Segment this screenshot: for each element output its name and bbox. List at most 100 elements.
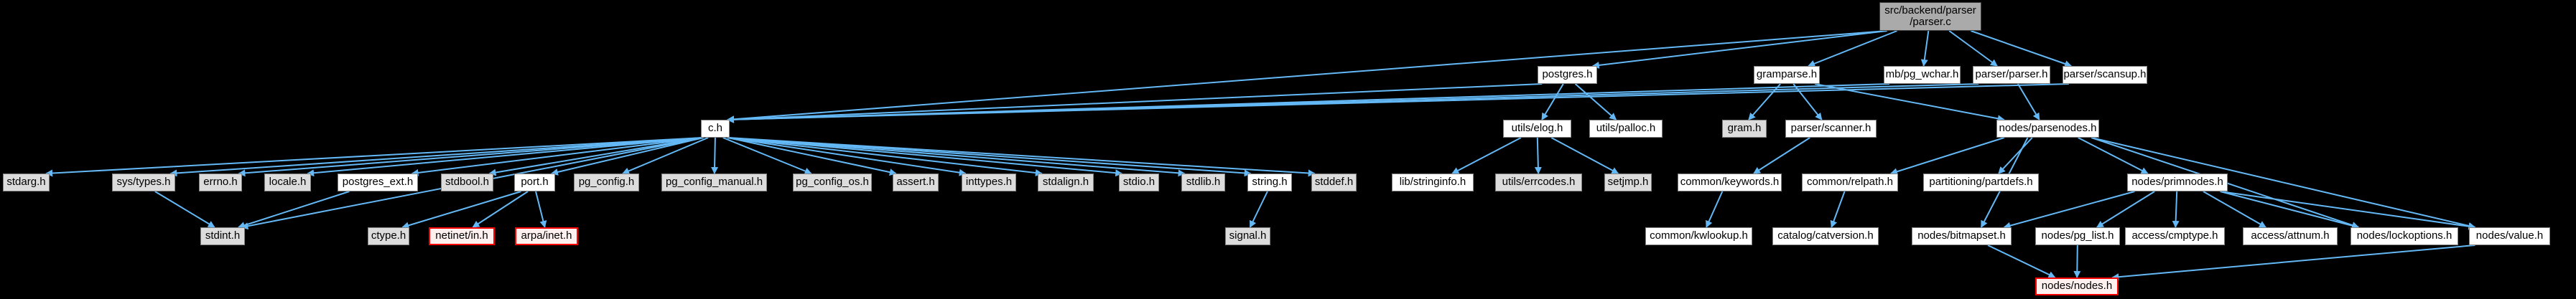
graph-edge-root-to-ch	[727, 30, 1887, 123]
graph-node-utilserrcodes[interactable]: utils/errcodes.h	[1495, 174, 1582, 191]
graph-edge-root-to-mbpgwchar	[1920, 30, 1930, 67]
graph-node-postgresext[interactable]: postgres_ext.h	[338, 174, 418, 191]
graph-edge-ch-to-stdalign	[727, 137, 1043, 176]
graph-node-root[interactable]: src/backend/parser /parser.c	[1879, 2, 1981, 31]
graph-node-netinetin[interactable]: netinet/in.h	[429, 227, 495, 245]
graph-edge-parserparser-to-nodesparsenodes	[2017, 83, 2040, 120]
graph-edge-nodesprimnodes-to-accesscmptype	[2172, 191, 2180, 228]
graph-edge-ch-to-stdbool	[488, 137, 704, 176]
graph-node-nodespglist[interactable]: nodes/pg_list.h	[2035, 227, 2120, 245]
graph-edge-root-to-postgres	[1591, 30, 1887, 69]
graph-edge-utilselog-to-setjmp	[1550, 137, 1619, 174]
graph-edge-commonkeywords-to-commonkwlookup	[1706, 191, 1724, 228]
graph-edge-string-to-signal	[1249, 191, 1268, 228]
graph-edge-root-to-parserparser	[1948, 30, 1998, 67]
graph-edge-port-to-netinetin	[472, 191, 529, 228]
graph-node-stdint[interactable]: stdint.h	[200, 227, 245, 245]
graph-node-commonrelpath[interactable]: common/relpath.h	[1802, 174, 1898, 191]
graph-edge-nodesprimnodes-to-nodeslockoptions	[2220, 191, 2360, 229]
graph-node-parserscansup[interactable]: parser/scansup.h	[2063, 66, 2147, 84]
graph-node-systypes[interactable]: sys/types.h	[112, 174, 175, 191]
graph-node-arpainet[interactable]: arpa/inet.h	[515, 227, 578, 245]
graph-node-errno[interactable]: errno.h	[199, 174, 242, 191]
graph-edge-ch-to-inttypes	[727, 137, 967, 176]
graph-edge-postgresext-to-stdint	[237, 191, 350, 229]
graph-node-signal[interactable]: signal.h	[1225, 227, 1270, 245]
graph-edge-commonrelpath-to-catalogcatversion	[1830, 191, 1846, 228]
graph-node-pgconfig[interactable]: pg_config.h	[574, 174, 639, 191]
graph-edge-ch-to-stdarg	[45, 137, 704, 177]
graph-edge-parserscansup-to-ch	[727, 83, 2069, 123]
graph-edge-nodesparsenodes-to-partitioningpart	[1998, 137, 2033, 174]
graph-node-accesscmptype[interactable]: access/cmptype.h	[2125, 227, 2225, 245]
graph-node-stdalign[interactable]: stdalign.h	[1038, 174, 1094, 191]
graph-edge-root-to-gramparse	[1808, 30, 1897, 67]
graph-node-stdlib[interactable]: stdlib.h	[1181, 174, 1225, 191]
graph-edge-ch-to-stddef	[727, 137, 1316, 177]
graph-edge-ch-to-locale	[307, 137, 704, 177]
graph-node-gramparse[interactable]: gramparse.h	[1754, 66, 1820, 84]
graph-edge-nodesprimnodes-to-nodespglist	[2096, 191, 2155, 228]
graph-node-locale[interactable]: locale.h	[264, 174, 311, 191]
graph-edge-systypes-to-stdint	[154, 191, 215, 228]
graph-node-stddef[interactable]: stddef.h	[1311, 174, 1357, 191]
graph-node-nodesprimnodes[interactable]: nodes/primnodes.h	[2127, 174, 2228, 191]
graph-edge-nodesparsenodes-to-nodesprimnodes	[2078, 137, 2149, 174]
graph-node-catalogcatversion[interactable]: catalog/catversion.h	[1772, 227, 1879, 245]
graph-edge-port-to-arpainet	[535, 191, 547, 228]
graph-node-ch[interactable]: c.h	[701, 120, 730, 138]
graph-node-nodesvalue[interactable]: nodes/value.h	[2469, 227, 2550, 245]
graph-edge-utilselog-to-libstringinfo	[1451, 137, 1522, 174]
graph-node-port[interactable]: port.h	[514, 174, 555, 191]
graph-edge-ch-to-stdlib	[727, 137, 1186, 177]
graph-node-postgres[interactable]: postgres.h	[1538, 66, 1597, 84]
graph-edge-nodesprimnodes-to-accessattnum	[2203, 191, 2266, 228]
graph-edge-nodesprimnodes-to-nodesvalue	[2220, 191, 2476, 230]
graph-edge-nodespglist-to-nodesnodes	[2073, 245, 2081, 278]
graph-node-parserscanner[interactable]: parser/scanner.h	[1785, 120, 1877, 138]
graph-node-utilselog[interactable]: utils/elog.h	[1503, 120, 1571, 138]
graph-edge-postgres-to-utilselog	[1541, 83, 1564, 120]
graph-node-libstringinfo[interactable]: lib/stringinfo.h	[1392, 174, 1474, 191]
graph-node-nodeslockoptions[interactable]: nodes/lockoptions.h	[2351, 227, 2458, 245]
graph-edge-nodesparsenodes-to-nodesvalue	[2091, 137, 2476, 229]
graph-edge-port-to-ctype	[401, 191, 521, 229]
graph-edge-ch-to-stdio	[727, 137, 1123, 177]
graph-node-assert[interactable]: assert.h	[893, 174, 939, 191]
graph-edge-ch-to-postgresext	[411, 137, 704, 176]
graph-node-commonkeywords[interactable]: common/keywords.h	[1678, 174, 1782, 191]
graph-node-pgconfigos[interactable]: pg_config_os.h	[793, 174, 872, 191]
graph-node-stdbool[interactable]: stdbool.h	[441, 174, 493, 191]
graph-node-parserparser[interactable]: parser/parser.h	[1973, 66, 2050, 84]
graph-edge-ch-to-pgconfig	[622, 137, 709, 175]
graph-node-stdio[interactable]: stdio.h	[1119, 174, 1159, 191]
graph-edge-ch-to-errno	[238, 137, 704, 177]
graph-node-gram[interactable]: gram.h	[1722, 120, 1767, 138]
graph-edge-ch-to-assert	[727, 137, 897, 176]
graph-node-inttypes[interactable]: inttypes.h	[962, 174, 1016, 191]
graph-node-utilspalloc[interactable]: utils/palloc.h	[1589, 120, 1663, 138]
graph-edge-nodesvalue-to-nodesnodes	[2111, 245, 2475, 281]
graph-edge-parserscanner-to-commonkeywords	[1753, 137, 1810, 174]
graph-edge-ch-to-pgconfigos	[722, 137, 812, 175]
graph-node-stdarg[interactable]: stdarg.h	[3, 174, 50, 191]
graph-node-ctype[interactable]: ctype.h	[368, 227, 409, 245]
graph-edge-nodesbitmapset-to-nodesnodes	[1987, 245, 2056, 278]
graph-node-partitioningpart[interactable]: partitioning/partdefs.h	[1923, 174, 2039, 191]
graph-edge-postgres-to-utilspalloc	[1574, 83, 1617, 120]
graph-node-nodesparsenodes[interactable]: nodes/parsenodes.h	[1996, 120, 2099, 138]
graph-node-nodesnodes[interactable]: nodes/nodes.h	[2035, 277, 2119, 295]
graph-edge-ch-to-systypes	[169, 137, 704, 177]
graph-edge-ch-to-port	[550, 137, 704, 176]
graph-node-string[interactable]: string.h	[1247, 174, 1292, 191]
graph-node-setjmp[interactable]: setjmp.h	[1604, 174, 1652, 191]
graph-edge-nodesprimnodes-to-nodesbitmapset	[2003, 191, 2135, 229]
graph-node-nodesbitmapset[interactable]: nodes/bitmapset.h	[1912, 227, 2012, 245]
graph-node-mbpgwchar[interactable]: mb/pg_wchar.h	[1884, 66, 1961, 84]
graph-node-pgconfigmanual[interactable]: pg_config_manual.h	[661, 174, 767, 191]
graph-edge-postgres-to-ch	[727, 83, 1543, 123]
graph-node-commonkwlookup[interactable]: common/kwlookup.h	[1645, 227, 1752, 245]
graph-node-accessattnum[interactable]: access/attnum.h	[2243, 227, 2338, 245]
